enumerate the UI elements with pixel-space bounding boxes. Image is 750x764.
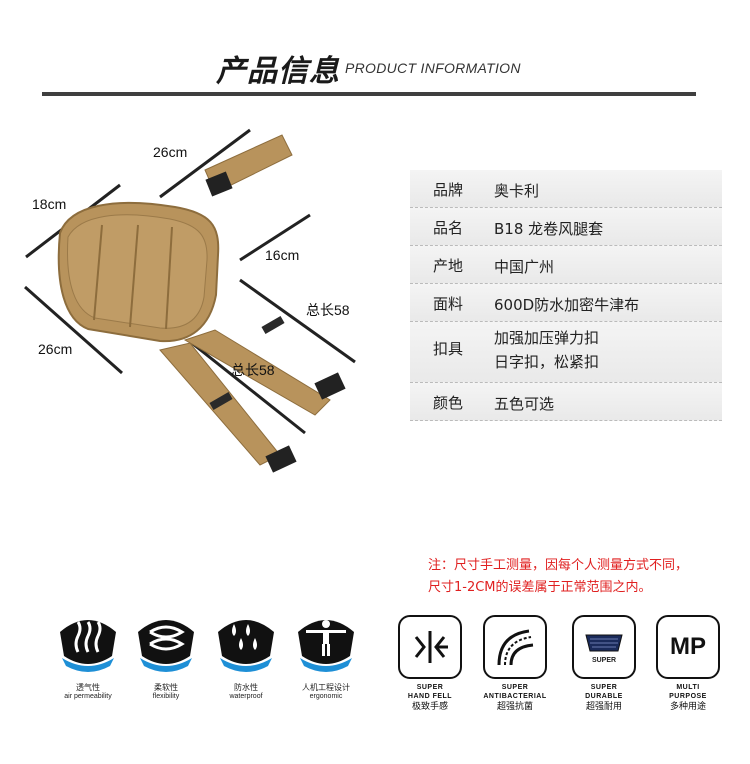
super-feature-l1: SUPER xyxy=(416,684,444,691)
super-feature-cn: 极致手感 xyxy=(411,702,448,712)
super-feature-l2: PURPOSE xyxy=(669,693,707,700)
feature-cn: 柔软性 xyxy=(154,683,178,692)
info-key: 产地 xyxy=(432,257,463,275)
dim-strap1-length: 总长58 xyxy=(306,302,350,318)
feature-waterproof: 防水性 waterproof xyxy=(208,612,284,700)
page-title: 产品信息 xyxy=(216,54,340,89)
page-subtitle: PRODUCT INFORMATION xyxy=(345,60,521,76)
feature-flexibility: 柔软性 flexibility xyxy=(128,612,204,700)
info-value-line: 日字扣，松紧扣 xyxy=(494,353,600,371)
info-key: 品牌 xyxy=(432,181,463,199)
info-row-origin: 产地 中国广州 xyxy=(410,246,722,284)
dim-top-width: 26cm xyxy=(153,144,188,160)
feature-en: waterproof xyxy=(229,693,263,700)
product-image xyxy=(24,128,356,473)
super-feature-l2: HAND FELL xyxy=(407,693,453,700)
super-feature-antibacterial: SUPER ANTIBACTERIAL 超强抗菌 xyxy=(475,615,555,713)
dim-bottom-width: 26cm xyxy=(38,341,73,357)
info-value: 600D防水加密牛津布 xyxy=(494,296,640,314)
super-feature-cn: 超强耐用 xyxy=(585,702,622,712)
durable-icon: SUPER xyxy=(572,615,636,679)
super-feature-durable: SUPER SUPER DURABLE 超强耐用 xyxy=(564,615,644,713)
air-permeability-icon xyxy=(60,620,116,672)
multi-purpose-icon: MP xyxy=(656,615,720,679)
note-line: 注：尺寸手工测量，因每个人测量方式不同， xyxy=(428,558,689,573)
super-feature-l1: SUPER xyxy=(501,684,529,691)
info-value: 加强加压弹力扣 日字扣，松紧扣 xyxy=(486,322,722,374)
super-feature-cn: 超强抗菌 xyxy=(496,702,533,712)
feature-cn: 透气性 xyxy=(76,683,100,692)
super-feature-multi-purpose: MP MULTI PURPOSE 多种用途 xyxy=(648,615,728,713)
product-info-table: 品牌 奥卡利 品名 B18 龙卷风腿套 产地 中国广州 面料 600D防水加密牛… xyxy=(410,170,722,421)
super-feature-l1: SUPER xyxy=(590,684,618,691)
info-row-fabric: 面料 600D防水加密牛津布 xyxy=(410,284,722,322)
note-line: 尺寸1-2CM的误差属于正常范围之内。 xyxy=(428,580,652,595)
durable-badge-text: SUPER xyxy=(591,656,617,664)
ergonomic-icon xyxy=(298,620,354,672)
feature-en: flexibility xyxy=(152,693,180,700)
info-value: 奥卡利 xyxy=(494,182,540,200)
super-feature-cn: 多种用途 xyxy=(669,702,706,712)
super-feature-l2: DURABLE xyxy=(585,693,623,700)
measurement-note: 注：尺寸手工测量，因每个人测量方式不同， 尺寸1-2CM的误差属于正常范围之内。 xyxy=(428,555,688,599)
feature-en: air permeability xyxy=(64,693,112,700)
flexibility-icon xyxy=(138,620,194,672)
feature-cn: 人机工程设计 xyxy=(302,683,350,692)
info-value: 中国广州 xyxy=(494,258,555,276)
dimension-lines xyxy=(24,128,356,435)
info-value: 五色可选 xyxy=(494,395,555,413)
info-row-color: 颜色 五色可选 xyxy=(410,383,722,421)
super-feature-hand-feel: SUPER HAND FELL 极致手感 xyxy=(390,615,470,713)
info-row-buckle: 扣具 加强加压弹力扣 日字扣，松紧扣 xyxy=(410,322,722,383)
info-row-name: 品名 B18 龙卷风腿套 xyxy=(410,208,722,246)
super-feature-l1: MULTI xyxy=(676,684,700,691)
header-divider xyxy=(42,92,696,96)
feature-cn: 防水性 xyxy=(234,683,258,692)
info-key: 品名 xyxy=(432,219,463,237)
info-key: 扣具 xyxy=(432,340,463,358)
mp-badge-text: MP xyxy=(670,633,706,660)
super-feature-l2: ANTIBACTERIAL xyxy=(483,693,547,700)
info-value: B18 龙卷风腿套 xyxy=(494,220,604,238)
hand-feel-icon xyxy=(398,615,462,679)
dim-height: 18cm xyxy=(32,196,67,212)
feature-en: ergonomic xyxy=(309,693,343,700)
info-key: 颜色 xyxy=(432,394,463,412)
dim-strap2-length: 总长58 xyxy=(231,362,275,378)
info-value-line: 加强加压弹力扣 xyxy=(494,329,600,347)
feature-air-permeability: 透气性 air permeability xyxy=(50,612,126,700)
info-row-brand: 品牌 奥卡利 xyxy=(410,170,722,208)
feature-ergonomic: 人机工程设计 ergonomic xyxy=(288,612,364,700)
dim-strap-width: 16cm xyxy=(265,247,300,263)
antibacterial-icon xyxy=(483,615,547,679)
waterproof-icon xyxy=(218,620,274,672)
info-key: 面料 xyxy=(432,295,463,313)
